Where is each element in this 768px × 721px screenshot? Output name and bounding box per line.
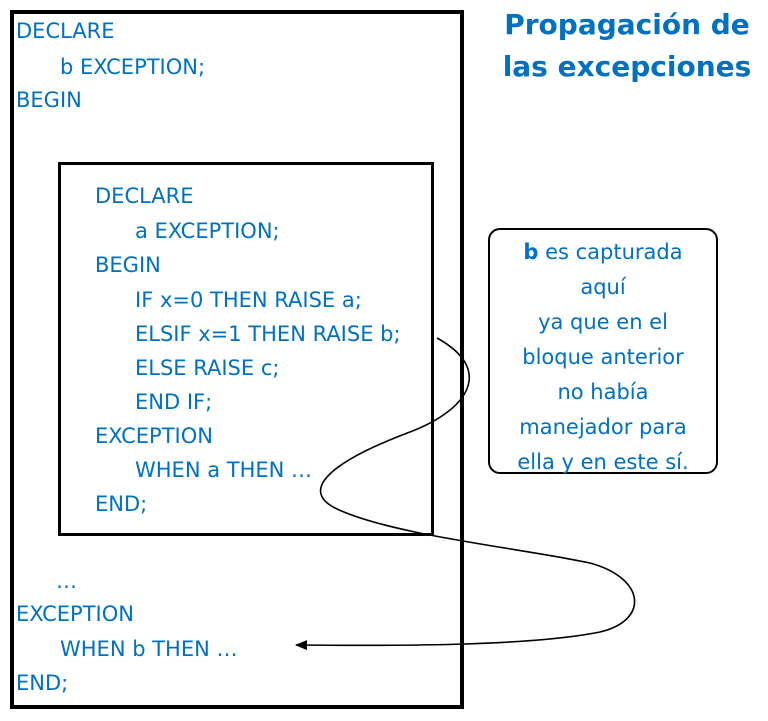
outer-end: END; — [16, 671, 69, 695]
note-line-4: bloque anterior — [522, 345, 684, 369]
note-line-7: ella y en este sí. — [517, 450, 689, 474]
inner-if-line: IF x=0 THEN RAISE a; — [135, 288, 362, 312]
slide-title: Propagación de las excepciones — [496, 4, 758, 88]
inner-block-box — [58, 162, 434, 536]
explanation-note: b es capturada aquí ya que en el bloque … — [488, 228, 718, 474]
note-line-1: b es capturada — [490, 235, 716, 270]
outer-when-b: WHEN b THEN … — [60, 637, 238, 661]
outer-exception: EXCEPTION — [16, 602, 134, 626]
outer-declare: DECLARE — [16, 19, 115, 43]
outer-block-box — [10, 10, 464, 709]
inner-end-if: END IF; — [135, 390, 213, 414]
outer-begin: BEGIN — [16, 88, 82, 112]
inner-else-line: ELSE RAISE c; — [135, 356, 280, 380]
outer-ellipsis: … — [56, 569, 77, 593]
title-line-2: las excepciones — [502, 50, 752, 83]
inner-end: END; — [95, 492, 148, 516]
inner-elsif-line: ELSIF x=1 THEN RAISE b; — [135, 322, 401, 346]
note-line-5: no había — [557, 380, 649, 404]
inner-when-a: WHEN a THEN … — [135, 458, 313, 482]
title-line-1: Propagación de — [504, 8, 750, 41]
note-line-6: manejador para — [519, 415, 687, 439]
note-line-3: ya que en el — [538, 310, 668, 334]
note-line-2: aquí — [580, 275, 626, 299]
propagation-curve — [295, 337, 636, 651]
note-line-1-rest: es capturada — [538, 240, 683, 264]
inner-begin: BEGIN — [95, 253, 161, 277]
inner-a-exception: a EXCEPTION; — [135, 219, 280, 243]
note-bold-b: b — [523, 240, 539, 264]
inner-exception: EXCEPTION — [95, 424, 213, 448]
outer-b-exception: b EXCEPTION; — [60, 55, 206, 79]
inner-declare: DECLARE — [95, 184, 194, 208]
